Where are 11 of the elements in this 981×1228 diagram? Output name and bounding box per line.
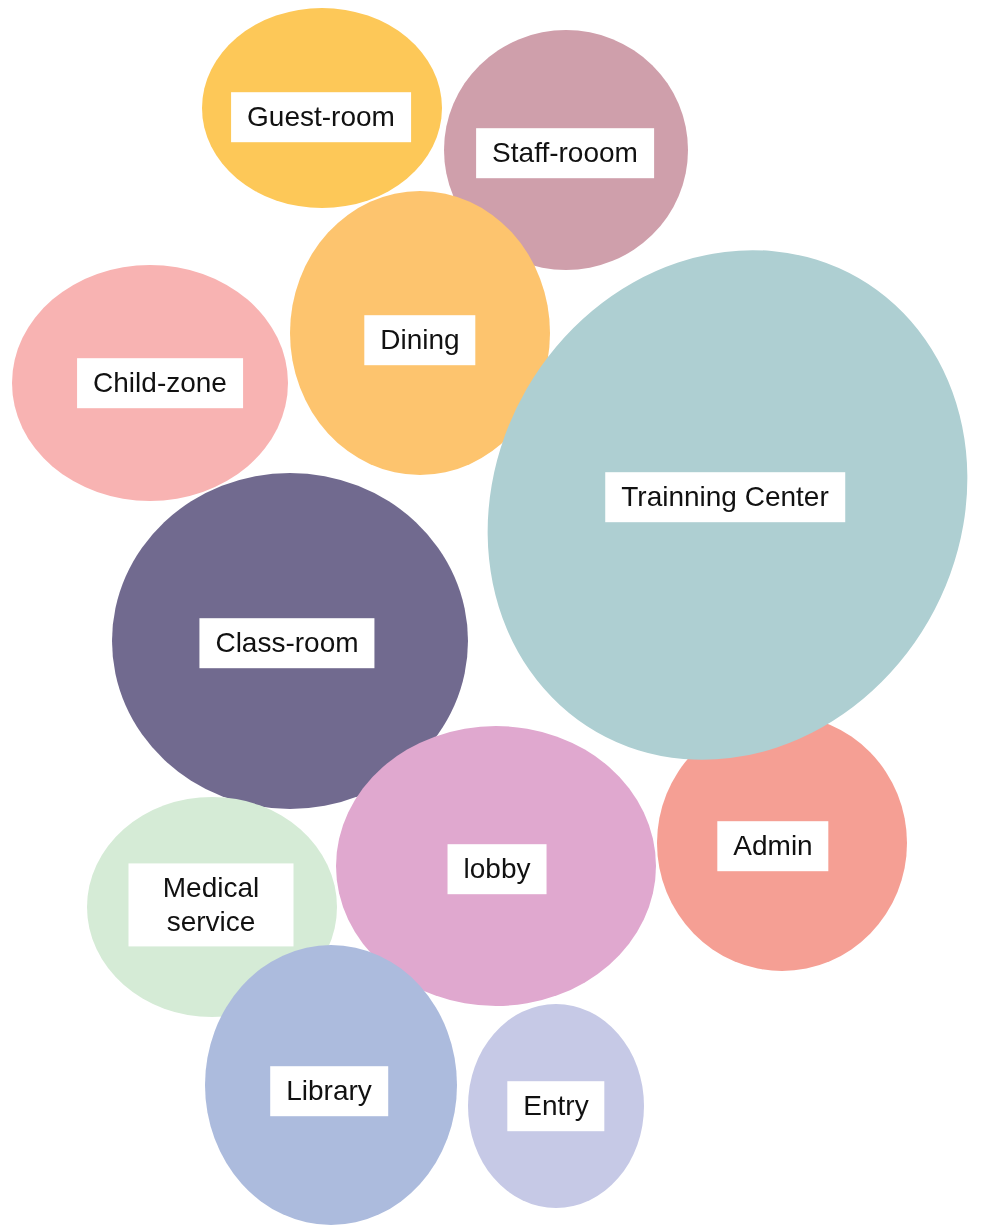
room-label: Medical service xyxy=(128,863,294,947)
room-label: Child-zone xyxy=(77,358,243,408)
room-label: lobby xyxy=(447,844,547,894)
room-label: Dining xyxy=(364,315,476,365)
room-label: Library xyxy=(270,1066,388,1116)
room-label: Guest-room xyxy=(231,92,411,142)
room-label: Class-room xyxy=(199,618,375,668)
room-label: Entry xyxy=(507,1081,605,1131)
room-label: Staff-rooom xyxy=(476,128,654,178)
room-label: Admin xyxy=(717,821,829,871)
room-label: Trainning Center xyxy=(605,472,845,522)
